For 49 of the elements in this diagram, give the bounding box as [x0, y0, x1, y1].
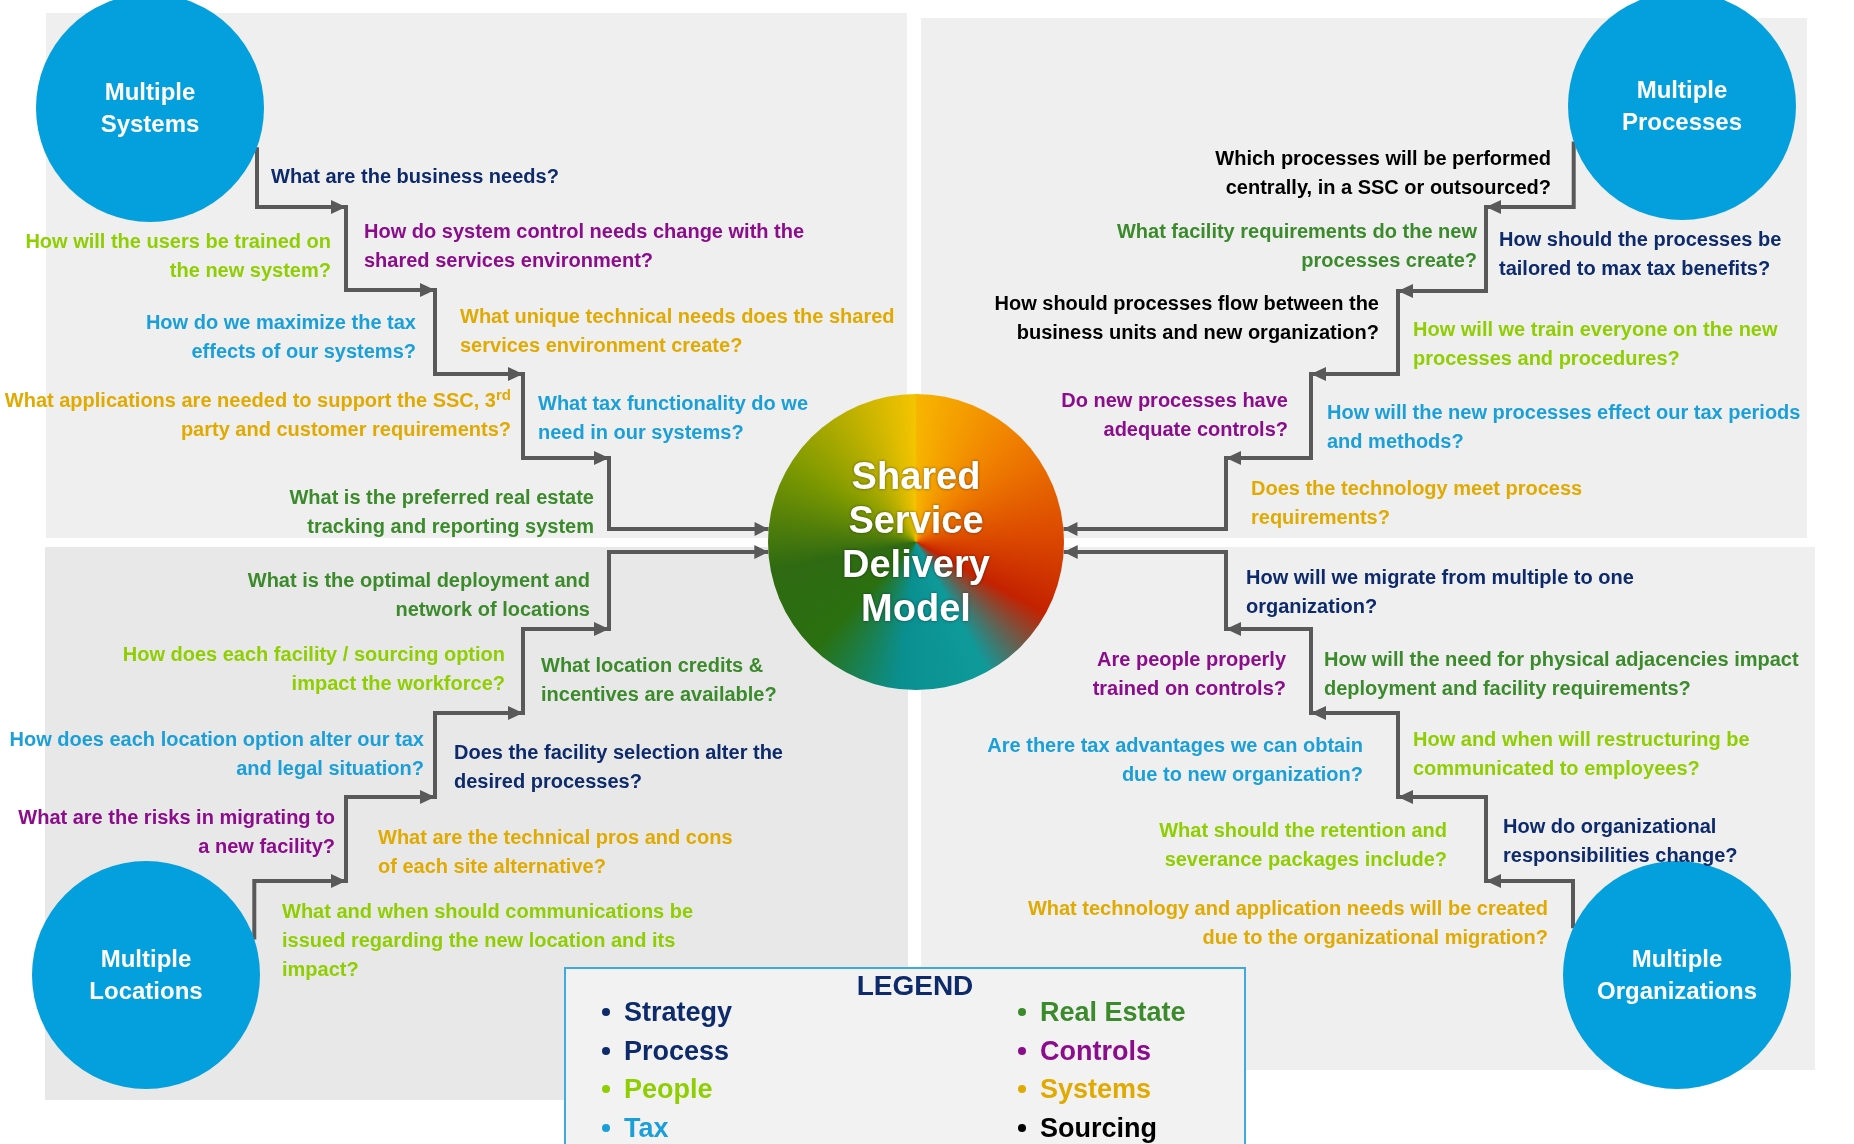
question-text: Which processes will be performed centrally, in a SSC or outsourced?: [1214, 146, 1551, 200]
question-text: How and when will restructuring be communicated to employees?: [1413, 727, 1751, 781]
question-text: How does each facility / sourcing option impact the workforce?: [121, 642, 505, 696]
question-text: How do system control needs change with the shared services environment?: [364, 219, 806, 273]
question-text: How should the processes be tailored to max tax benefits?: [1499, 227, 1783, 281]
question-text: What technology and application needs will be created due to the organizational migration?: [1026, 896, 1548, 950]
question-text: Are people properly trained on controls?: [1091, 647, 1286, 701]
legend-title: LEGEND: [855, 969, 975, 1003]
legend-label: Systems: [1040, 1073, 1152, 1106]
question-text: Does the technology meet process requirements?: [1251, 476, 1584, 530]
question-text: How will the need for physical adjacencies impact deployment and facility requirements?: [1324, 647, 1800, 701]
question-text: How will we train everyone on the new processes and procedures?: [1413, 317, 1779, 371]
question-text: Are there tax advantages we can obtain due to new organization?: [986, 733, 1363, 787]
question-text: What is the optimal deployment and network of locations: [246, 568, 590, 622]
legend-label: Real Estate: [1040, 996, 1186, 1029]
circle-label: Multiple Organizations: [1596, 944, 1758, 1006]
legend-label: Tax: [624, 1111, 669, 1144]
question-text: How will the users be trained on the new system?: [24, 229, 331, 283]
question-text: How should processes flow between the business units and new organization?: [993, 291, 1379, 345]
question-text: What are the technical pros and cons of each site alternative?: [378, 825, 734, 879]
legend-label: People: [624, 1073, 713, 1106]
question-text: What are the business needs?: [271, 164, 560, 189]
question-text: Do new processes have adequate controls?: [1060, 388, 1288, 442]
question-text: What applications are needed to support the SSC, 3$^{rd}$ party and customer requirements?: [3, 386, 511, 442]
question-text: How does each location option alter our tax and legal situation?: [8, 727, 424, 781]
circle-label: Multiple Processes: [1620, 75, 1744, 137]
question-text: How do organizational responsibilities change?: [1503, 814, 1739, 868]
staircase-arrow: [255, 147, 769, 536]
question-text: What facility requirements do the new processes create?: [1115, 219, 1477, 273]
question-text: What unique technical needs does the shared services environment create?: [460, 304, 896, 358]
question-text: What is the preferred real estate tracking and reporting system: [288, 485, 594, 539]
legend-label: Strategy: [624, 996, 733, 1029]
question-text: What tax functionality do we need in our systems?: [538, 391, 809, 445]
question-text: Does the facility selection alter the desired processes?: [454, 740, 784, 794]
staircase-arrow: [1063, 545, 1575, 929]
question-text: What and when should communications be issued regarding the new location and its impact?: [282, 899, 695, 982]
circle-label: Multiple Locations: [88, 944, 204, 1006]
question-text: How will the new processes effect our tax periods and methods?: [1327, 400, 1802, 454]
question-text: How do we maximize the tax effects of our systems?: [144, 310, 416, 364]
question-text: What are the risks in migrating to a new facility?: [17, 805, 335, 859]
question-text: How will we migrate from multiple to one organization?: [1246, 565, 1635, 619]
legend-label: Process: [624, 1034, 730, 1068]
circle-label: Multiple Systems: [99, 77, 201, 139]
legend-label: Controls: [1040, 1034, 1151, 1068]
staircase-arrow: [252, 545, 769, 940]
question-text: What should the retention and severance packages include?: [1158, 818, 1447, 872]
legend-label: Sourcing: [1040, 1111, 1157, 1144]
staircase-arrow: [1063, 141, 1576, 536]
question-text: What location credits & incentives are available?: [541, 653, 778, 707]
